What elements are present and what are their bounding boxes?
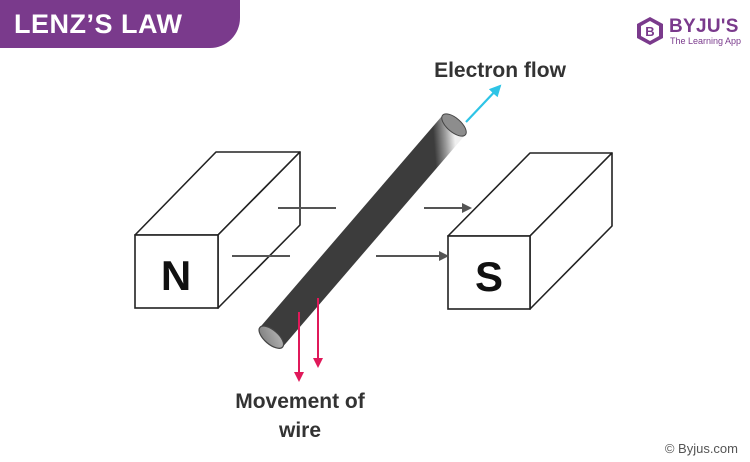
north-pole-label: N xyxy=(161,252,191,299)
electron-flow-label: Electron flow xyxy=(434,59,567,82)
brand-name: BYJU'S xyxy=(669,16,739,37)
wire-rod xyxy=(258,113,467,349)
magnetic-field-lines xyxy=(232,203,472,261)
page-title: LENZ’S LAW xyxy=(0,0,240,48)
byjus-logo-icon: B xyxy=(637,17,663,45)
north-magnet: N xyxy=(134,151,301,309)
logo-letter: B xyxy=(645,24,654,39)
electron-flow-arrow xyxy=(465,84,502,123)
brand-logo-block: B BYJU'S The Learning App xyxy=(635,16,745,48)
movement-label-line1: Movement of xyxy=(235,390,366,413)
south-pole-label: S xyxy=(475,253,503,300)
south-magnet: S xyxy=(447,152,613,310)
movement-label-line2: wire xyxy=(278,419,321,442)
copyright-text: © Byjus.com xyxy=(664,441,738,456)
movement-arrows xyxy=(294,298,323,382)
brand-tagline: The Learning App xyxy=(670,36,742,46)
